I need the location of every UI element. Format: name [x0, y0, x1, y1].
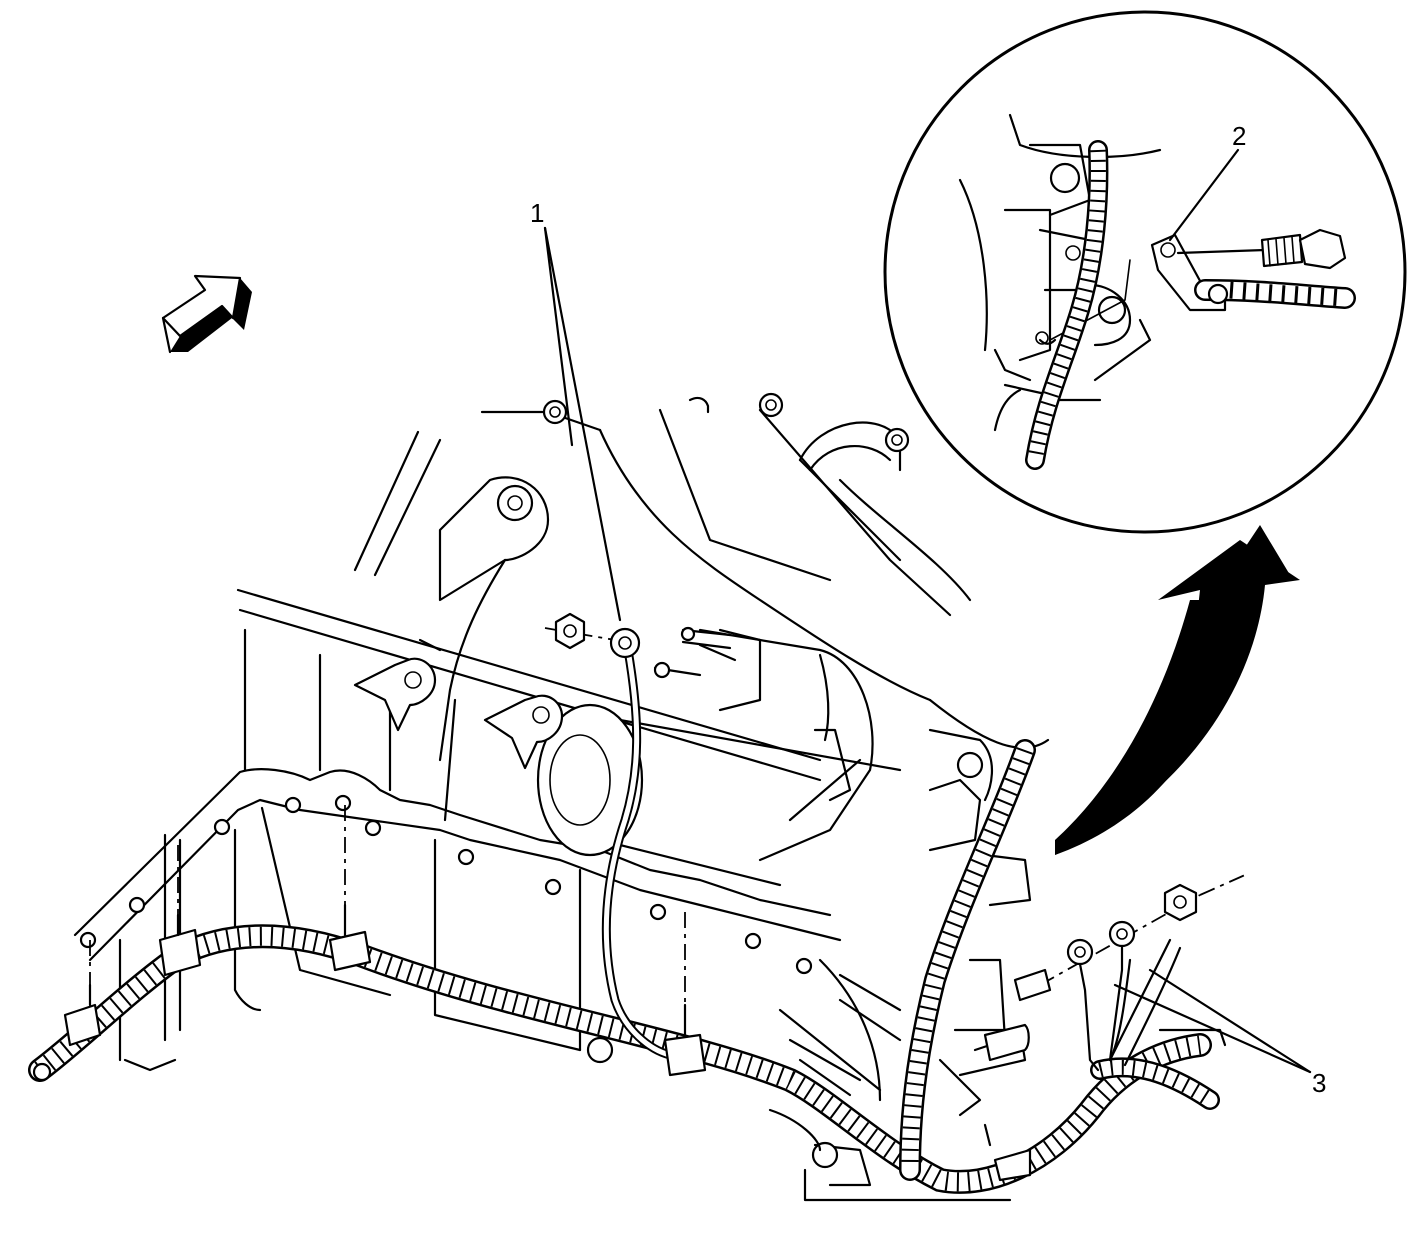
- harness-clips: [63, 805, 1032, 1182]
- callout-1: 1: [530, 198, 622, 622]
- callout-2: 2: [1168, 121, 1246, 242]
- callout-2-label: 2: [1232, 121, 1246, 151]
- engine-block: [353, 392, 1050, 822]
- detail-pointer-arrow-icon: [1055, 525, 1300, 855]
- terminal-lugs: [1013, 874, 1246, 1072]
- starter-terminal-hardware: [544, 612, 737, 679]
- mount-brackets: [353, 657, 564, 770]
- view-direction-arrow-icon: [161, 274, 252, 354]
- callout-3-label: 3: [1312, 1068, 1326, 1098]
- starter-motor: [536, 628, 902, 887]
- callout-3: 3: [1113, 968, 1326, 1098]
- transmission-housing: [586, 728, 1032, 1202]
- ground-cable: [601, 627, 675, 1060]
- detail-inset: [883, 10, 1407, 534]
- callout-1-label: 1: [530, 198, 544, 228]
